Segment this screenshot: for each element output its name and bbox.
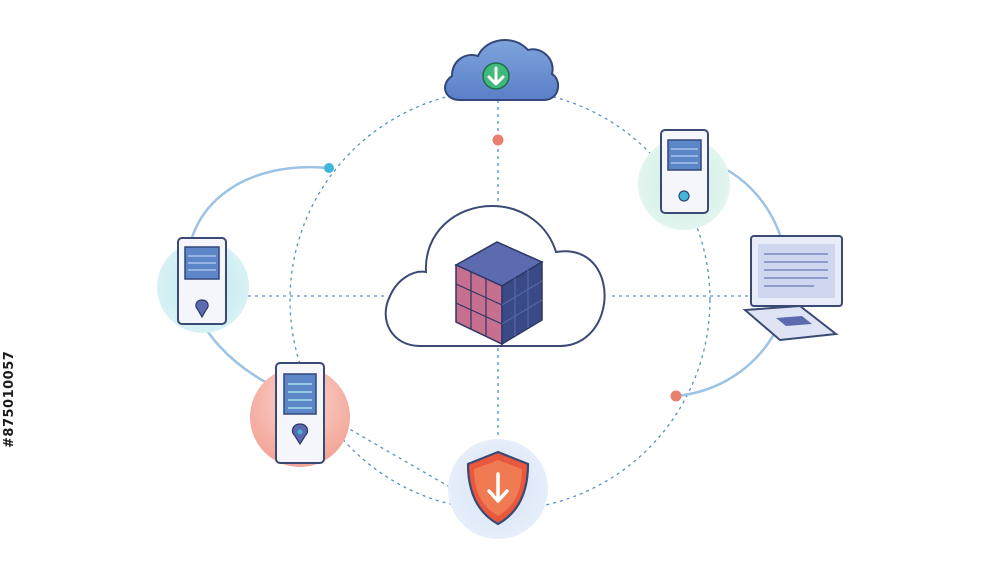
accent-dot-blue [324, 163, 334, 173]
server-tower-icon [275, 362, 325, 464]
server-left [157, 237, 249, 333]
server-bottom-left [250, 362, 350, 467]
cube-icon [454, 241, 544, 346]
central-cloud [384, 204, 606, 347]
side-identifier: #875010057 [2, 350, 17, 448]
top-cloud [444, 38, 560, 101]
shield-download-icon [466, 450, 530, 526]
server-top-right [638, 129, 730, 230]
laptop-icon [742, 235, 843, 342]
server-tower-icon [660, 129, 709, 214]
cloud-download-icon [482, 62, 510, 90]
laptop [742, 235, 843, 342]
security-shield [448, 439, 548, 539]
accent-dot-red-top [492, 134, 504, 146]
accent-dot-red-right [670, 390, 682, 402]
spoke-lower-left [319, 411, 456, 491]
server-tower-icon [177, 237, 227, 325]
